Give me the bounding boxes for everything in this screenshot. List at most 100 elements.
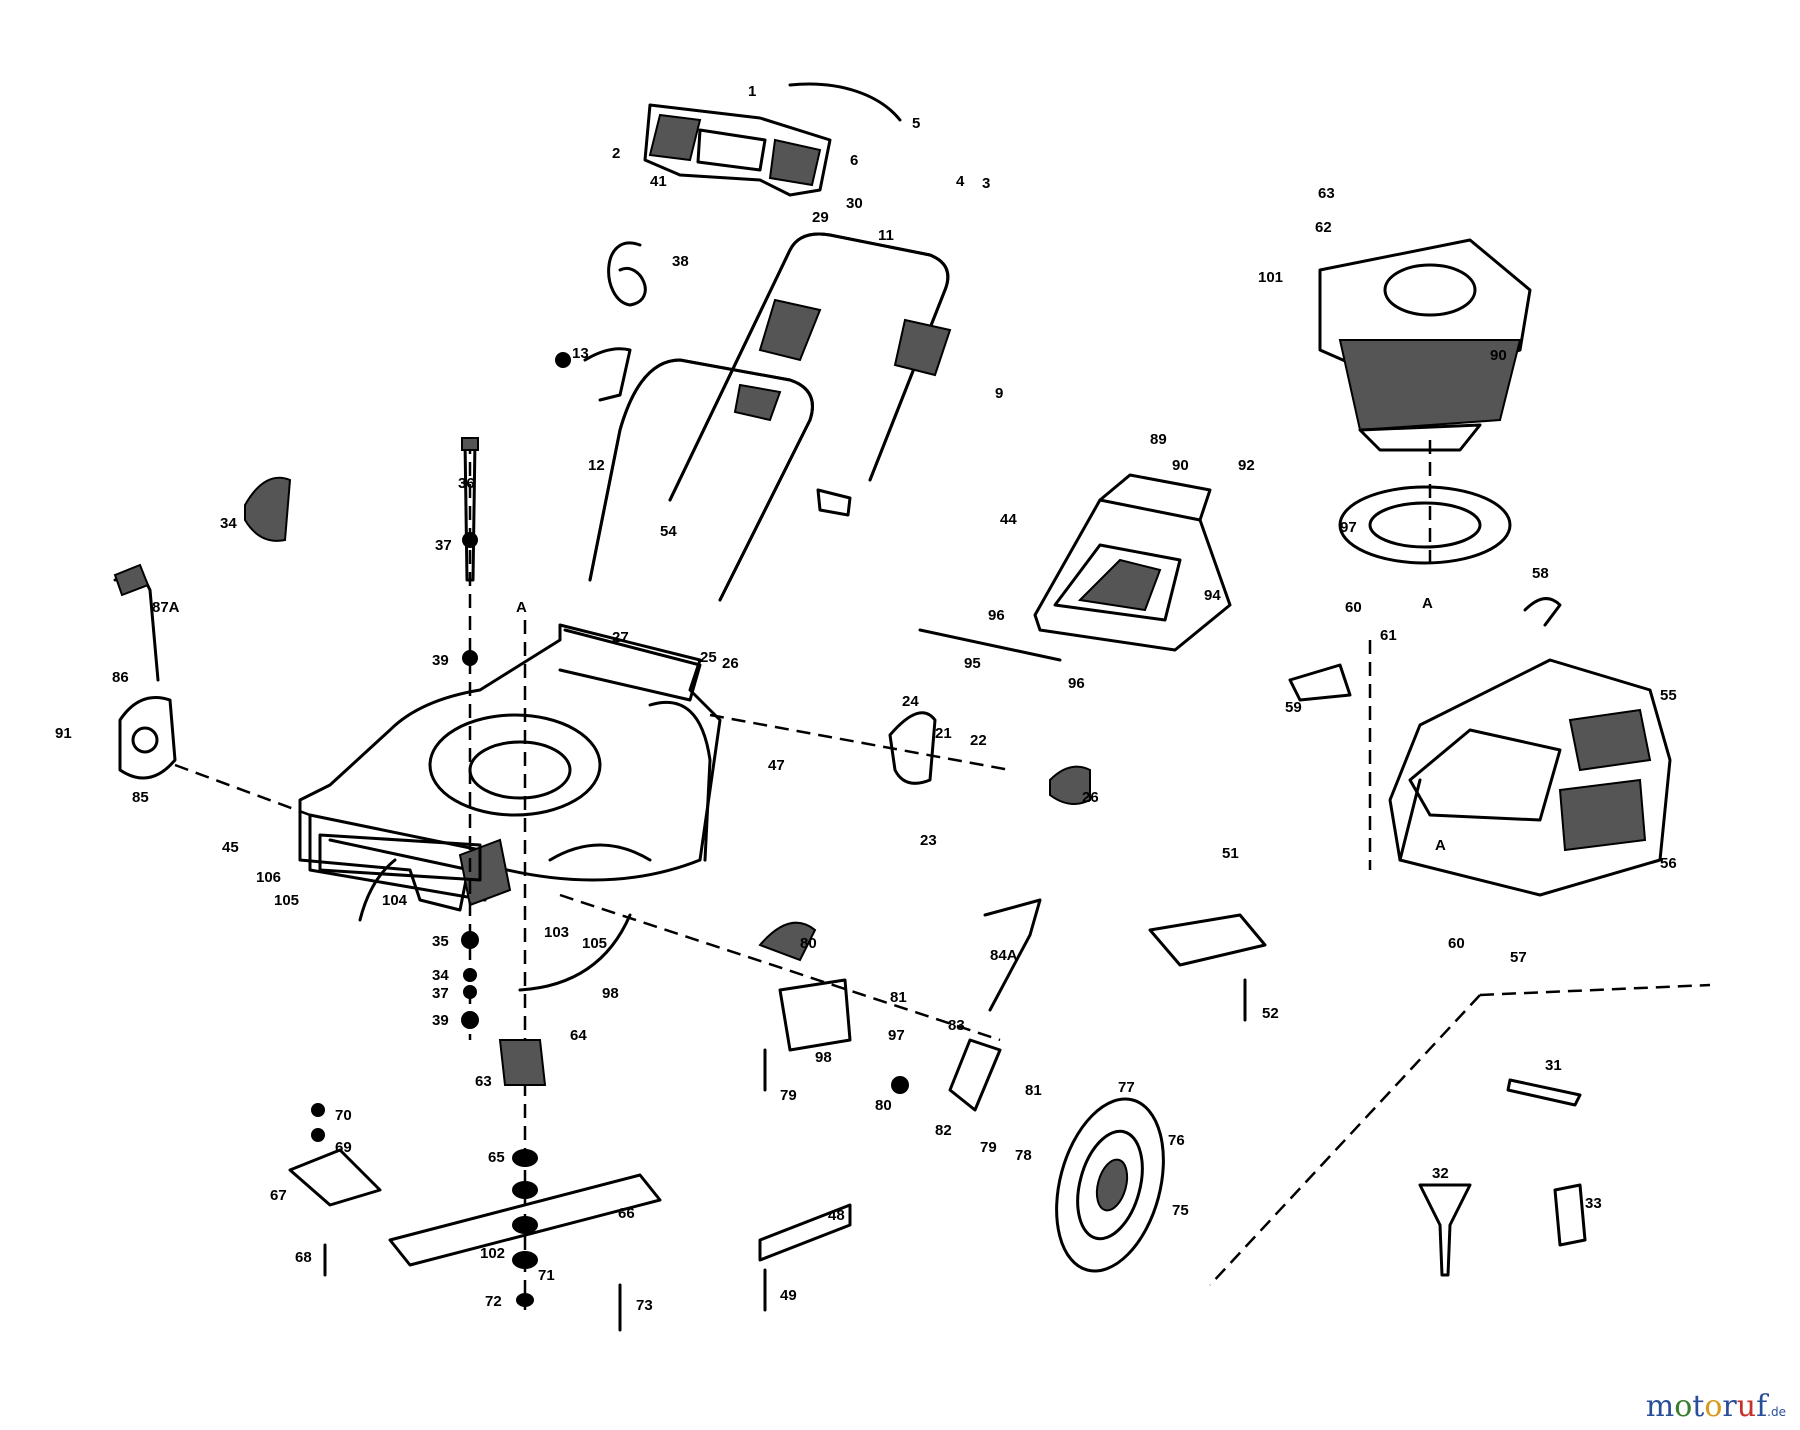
- label-82: 82: [935, 1122, 952, 1139]
- label-26b: 26: [1082, 789, 1099, 806]
- label-79: 79: [780, 1087, 797, 1104]
- label-33: 33: [1585, 1195, 1602, 1212]
- label-73: 73: [636, 1297, 653, 1314]
- watermark-suffix: .de: [1767, 1405, 1786, 1419]
- washer-part: [461, 931, 479, 949]
- label-105b: 105: [582, 935, 607, 952]
- label-97b: 97: [1340, 519, 1357, 536]
- label-56: 56: [1660, 855, 1677, 872]
- label-103: 103: [544, 924, 569, 941]
- label-95: 95: [964, 655, 981, 672]
- label-81: 81: [890, 989, 907, 1006]
- label-61: 61: [1380, 627, 1397, 644]
- washer-part: [462, 532, 478, 548]
- label-81b: 81: [1025, 1082, 1042, 1099]
- accessory-box-border: [1479, 983, 1711, 997]
- label-66: 66: [618, 1205, 635, 1222]
- label-23: 23: [920, 832, 937, 849]
- label-37: 37: [435, 537, 452, 554]
- label-13: 13: [572, 345, 589, 362]
- label-97: 97: [888, 1027, 905, 1044]
- grass-catcher-part: [1388, 658, 1672, 897]
- label-104: 104: [382, 892, 408, 909]
- label-31: 31: [1545, 1057, 1562, 1074]
- label-80: 80: [800, 935, 817, 952]
- chute-part: [1033, 473, 1232, 652]
- label-52: 52: [1262, 1005, 1279, 1022]
- label-12: 12: [588, 457, 605, 474]
- clamp-lever-right-part: [816, 488, 852, 517]
- bow-part: [518, 913, 632, 992]
- wheel-adjuster-left-part: [113, 563, 177, 780]
- label-71: 71: [538, 1267, 555, 1284]
- grass-catcher-handle-part: [1523, 597, 1562, 627]
- label-90b: 90: [1490, 347, 1507, 364]
- label-76: 76: [1168, 1132, 1185, 1149]
- label-29: 29: [812, 209, 829, 226]
- upper-handle-part: [668, 232, 952, 502]
- label-102: 102: [480, 1245, 505, 1262]
- bracket-part: [1288, 663, 1352, 702]
- manual-part: [1553, 1183, 1587, 1247]
- bracket-part: [758, 921, 817, 962]
- label-22: 22: [970, 732, 987, 749]
- label-40: 1: [748, 83, 756, 100]
- cable-part: [788, 82, 902, 122]
- label-A-deck: A: [516, 599, 527, 616]
- label-62: 62: [1315, 219, 1332, 236]
- label-6: 6: [850, 152, 858, 169]
- label-24: 24: [902, 693, 919, 710]
- label-39: 39: [432, 652, 449, 669]
- label-65: 65: [488, 1149, 505, 1166]
- washer-part: [463, 985, 477, 999]
- label-84A: 84A: [990, 947, 1018, 964]
- label-3: 3: [982, 175, 990, 192]
- watermark-logo: motoruf.de: [1645, 1389, 1786, 1424]
- label-25: 25: [700, 649, 717, 666]
- label-83: 83: [948, 1017, 965, 1034]
- cap-part: [1049, 765, 1091, 805]
- wheel-bracket-part: [948, 1038, 1002, 1112]
- label-87A: 87A: [152, 599, 180, 616]
- accessory-box-border: [1209, 994, 1481, 1286]
- label-34: 34: [220, 515, 237, 532]
- label-4: 4: [956, 173, 965, 190]
- label-54: 54: [660, 523, 677, 540]
- label-78: 78: [1015, 1147, 1032, 1164]
- label-30: 30: [846, 195, 863, 212]
- rear-axle-line: [709, 713, 1011, 772]
- label-72: 72: [485, 1293, 502, 1310]
- label-68: 68: [295, 1249, 312, 1266]
- left-axis-line: [174, 763, 311, 817]
- label-A-engine: A: [1422, 595, 1433, 612]
- label-85: 85: [132, 789, 149, 806]
- washer-part: [512, 1149, 538, 1167]
- spark-plug-wrench-part: [1506, 1078, 1582, 1107]
- label-41: 41: [650, 173, 667, 190]
- label-80b: 80: [875, 1097, 892, 1114]
- bolt-part: [555, 352, 571, 368]
- label-101: 101: [1258, 269, 1283, 286]
- label-5: 5: [912, 115, 920, 132]
- screw-part: [311, 1103, 325, 1117]
- label-77: 77: [1118, 1079, 1135, 1096]
- label-79b: 79: [980, 1139, 997, 1156]
- label-100: 98: [602, 985, 619, 1002]
- label-91: 91: [55, 725, 72, 742]
- funnel-part: [1418, 1183, 1472, 1277]
- washer-part: [462, 650, 478, 666]
- label-44: 44: [1000, 511, 1017, 528]
- blade-holder-part: [288, 1148, 382, 1207]
- label-45: 45: [222, 839, 239, 856]
- washer-part: [516, 1293, 534, 1307]
- label-49: 49: [780, 1287, 797, 1304]
- washer-part: [512, 1181, 538, 1199]
- label-60: 60: [1345, 599, 1362, 616]
- washer-part: [512, 1216, 538, 1234]
- label-69: 69: [335, 1139, 352, 1156]
- label-89: 89: [1150, 431, 1167, 448]
- engine-gasket-part: [1338, 485, 1512, 565]
- label-21: 21: [935, 725, 952, 742]
- disc-part: [244, 476, 292, 542]
